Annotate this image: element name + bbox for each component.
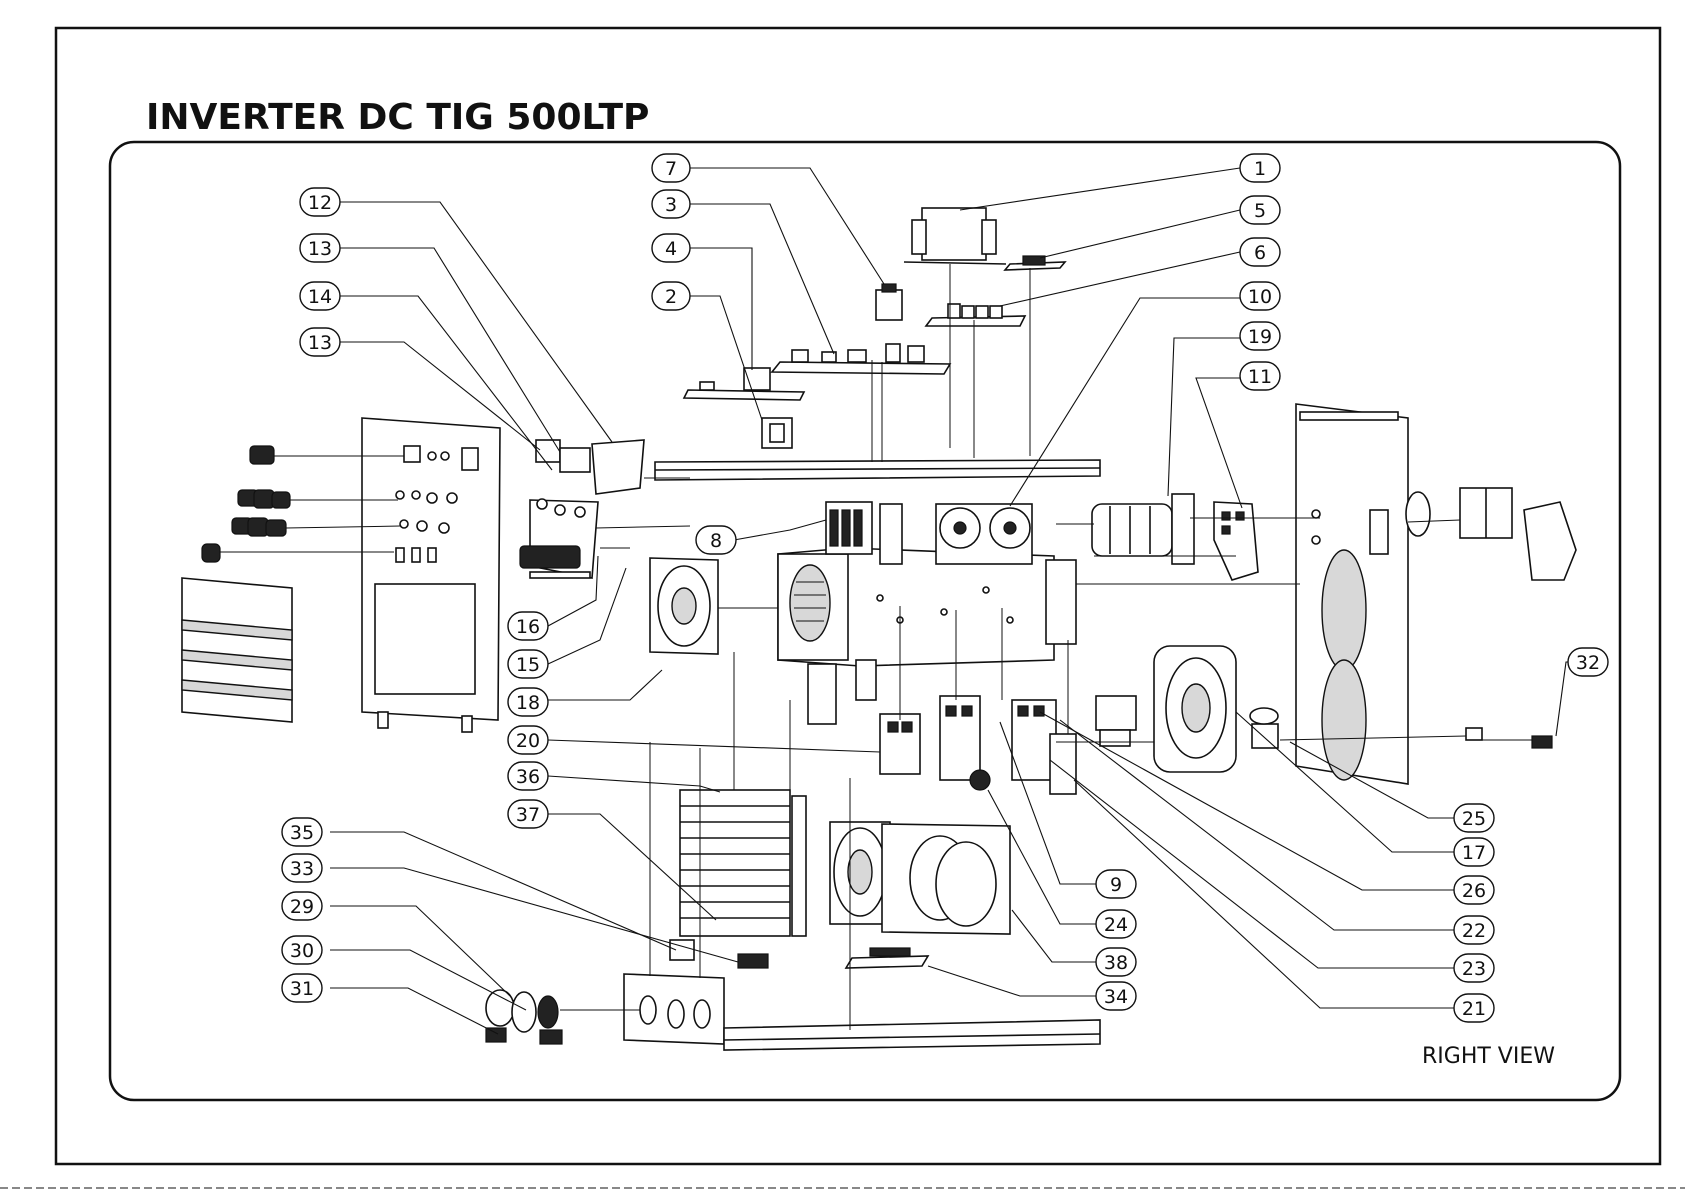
- svg-text:2: 2: [665, 286, 677, 308]
- callout-5: 5: [1240, 196, 1280, 224]
- svg-text:10: 10: [1248, 286, 1272, 308]
- callout-13-upper: 13: [300, 234, 340, 262]
- svg-text:32: 32: [1576, 652, 1600, 674]
- part-rear-switch: [1406, 488, 1576, 580]
- part-front-sub-components: [520, 440, 644, 578]
- part-output-sockets: [486, 990, 562, 1044]
- callout-32: 32: [1568, 648, 1608, 676]
- svg-text:15: 15: [516, 654, 540, 676]
- callout-3: 3: [652, 190, 690, 218]
- svg-text:5: 5: [1254, 200, 1266, 222]
- svg-text:16: 16: [516, 616, 540, 638]
- part-control-transformer: [904, 208, 1006, 264]
- svg-text:26: 26: [1462, 880, 1486, 902]
- part-auxiliary-board: [684, 368, 804, 448]
- part-rotary-switch: [1092, 494, 1194, 564]
- callout-7: 7: [652, 154, 690, 182]
- callout-2: 2: [652, 282, 690, 310]
- part-main-control-board: [772, 344, 950, 374]
- svg-text:11: 11: [1248, 366, 1272, 388]
- callout-11: 11: [1240, 362, 1280, 390]
- callout-20: 20: [508, 726, 548, 754]
- svg-text:37: 37: [516, 804, 540, 826]
- callout-38: 38: [1096, 948, 1136, 976]
- part-main-transformer: [830, 822, 1010, 934]
- callout-35: 35: [282, 818, 322, 846]
- part-rear-panel: [1296, 404, 1408, 784]
- svg-text:13: 13: [308, 238, 332, 260]
- callout-14: 14: [300, 282, 340, 310]
- svg-text:22: 22: [1462, 920, 1486, 942]
- svg-text:8: 8: [710, 530, 722, 552]
- callout-31: 31: [282, 974, 322, 1002]
- svg-text:19: 19: [1248, 326, 1272, 348]
- callout-36: 36: [508, 762, 548, 790]
- svg-text:12: 12: [308, 192, 332, 214]
- callout-22: 22: [1454, 916, 1494, 944]
- svg-text:7: 7: [665, 158, 677, 180]
- callout-16: 16: [508, 612, 548, 640]
- svg-text:25: 25: [1462, 808, 1486, 830]
- callout-12: 12: [300, 188, 340, 216]
- callout-21: 21: [1454, 994, 1494, 1022]
- part-rectifier-modules: [808, 660, 1076, 794]
- callout-23: 23: [1454, 954, 1494, 982]
- callout-37: 37: [508, 800, 548, 828]
- svg-text:9: 9: [1110, 874, 1122, 896]
- svg-text:36: 36: [516, 766, 540, 788]
- callout-6: 6: [1240, 238, 1280, 266]
- callout-1: 1: [1240, 154, 1280, 182]
- svg-text:3: 3: [665, 194, 677, 216]
- callout-4: 4: [652, 234, 690, 262]
- part-heatsink-stack: [680, 790, 806, 936]
- part-relay: [876, 284, 902, 320]
- svg-text:33: 33: [290, 858, 314, 880]
- part-small-fittings: [670, 940, 768, 968]
- svg-text:14: 14: [308, 286, 332, 308]
- callout-15: 15: [508, 650, 548, 678]
- svg-text:21: 21: [1462, 998, 1486, 1020]
- part-front-knobs: [202, 446, 290, 562]
- svg-text:1: 1: [1254, 158, 1266, 180]
- svg-text:24: 24: [1104, 914, 1128, 936]
- callout-26: 26: [1454, 876, 1494, 904]
- callout-30: 30: [282, 936, 322, 964]
- callout-19: 19: [1240, 322, 1280, 350]
- callout-34: 34: [1096, 982, 1136, 1010]
- svg-text:17: 17: [1462, 842, 1486, 864]
- svg-text:18: 18: [516, 692, 540, 714]
- callout-13-lower: 13: [300, 328, 340, 356]
- svg-text:4: 4: [665, 238, 677, 260]
- callout-8: 8: [696, 526, 736, 554]
- callout-10: 10: [1240, 282, 1280, 310]
- svg-text:34: 34: [1104, 986, 1128, 1008]
- svg-text:23: 23: [1462, 958, 1486, 980]
- svg-text:35: 35: [290, 822, 314, 844]
- part-main-chassis: [778, 548, 1076, 666]
- callout-18: 18: [508, 688, 548, 716]
- callout-17: 17: [1454, 838, 1494, 866]
- svg-text:6: 6: [1254, 242, 1266, 264]
- callout-24: 24: [1096, 910, 1136, 938]
- diagram-title: INVERTER DC TIG 500LTP: [146, 97, 649, 138]
- callout-25: 25: [1454, 804, 1494, 832]
- part-terminal-block: [1214, 502, 1258, 580]
- callout-33: 33: [282, 854, 322, 882]
- part-louvered-cover: [182, 578, 292, 722]
- svg-text:38: 38: [1104, 952, 1128, 974]
- svg-text:30: 30: [290, 940, 314, 962]
- svg-text:31: 31: [290, 978, 314, 1000]
- callout-9: 9: [1096, 870, 1136, 898]
- view-label: RIGHT VIEW: [1422, 1044, 1555, 1069]
- part-transformer-bracket: [846, 948, 928, 968]
- svg-text:29: 29: [290, 896, 314, 918]
- part-rear-fan: [1096, 646, 1236, 772]
- svg-text:20: 20: [516, 730, 540, 752]
- part-left-fan: [650, 558, 718, 654]
- callout-29: 29: [282, 892, 322, 920]
- part-upper-pcb: [926, 256, 1065, 326]
- svg-text:13: 13: [308, 332, 332, 354]
- part-front-panel: [362, 418, 500, 732]
